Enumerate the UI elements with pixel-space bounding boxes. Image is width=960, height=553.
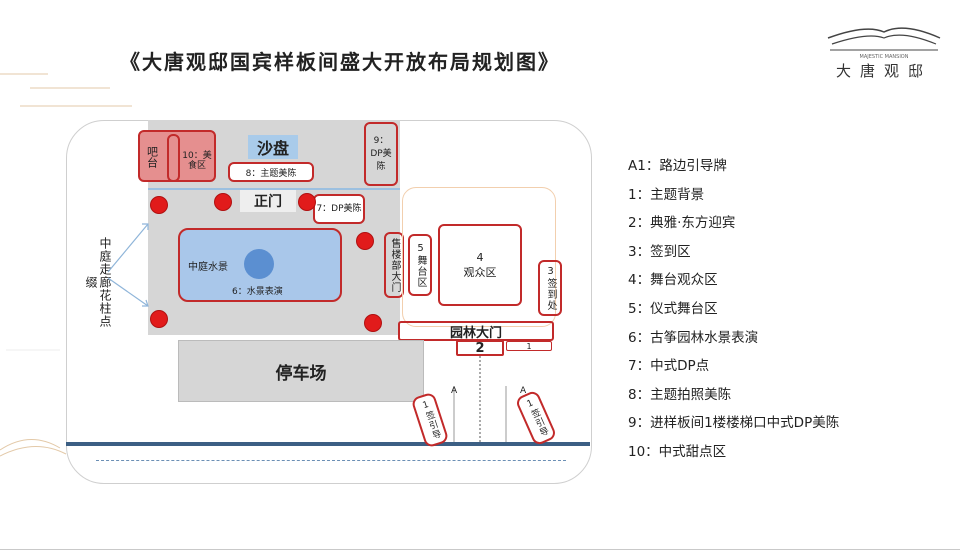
welcome-marker: 2 (456, 340, 504, 356)
corridor-arrows (107, 223, 149, 307)
legend-item: 9：进样板间1楼楼梯口中式DP美陈 (628, 415, 840, 432)
theme-backdrop-marker: 1 (506, 341, 552, 351)
walkway (453, 356, 507, 446)
legend-item: 8：主题拍照美陈 (628, 386, 732, 403)
audience-area: 4 观众区 (438, 224, 522, 306)
dp-decor-7: 7：DP美陈 (313, 194, 365, 224)
legend: A1：路边引导牌 1：主题背景 2：典雅·东方迎宾 3：签到区 4：舞台观众区 … (628, 152, 839, 467)
legend-item: 7：中式DP点 (628, 358, 710, 375)
theme-decor: 8：主题美陈 (228, 162, 314, 182)
flower-pillar-dot (150, 196, 168, 214)
bottom-divider (0, 549, 960, 550)
parking-lot: 停车场 (178, 340, 424, 402)
dessert-label: 10：美食区 (182, 151, 212, 171)
decor-mountains (0, 349, 67, 457)
sand-table: 沙盘 (248, 135, 298, 159)
main-gate: 正门 (240, 190, 296, 212)
bar-divider (167, 134, 180, 182)
sales-gate: 售楼部大门 (384, 232, 404, 298)
bar-label: 吧台 (145, 146, 159, 168)
dp-decor-9: 9：DP美陈 (364, 122, 398, 186)
brand-tagline: MAJESTIC MANSION (860, 54, 909, 60)
fountain-icon (244, 249, 274, 279)
garden-gate: 园林大门 (398, 321, 554, 341)
flower-pillar-dot (298, 193, 316, 211)
legend-item: 10：中式甜点区 (628, 443, 727, 460)
water-scene-label: 中庭水景 (188, 262, 228, 273)
brand-name: 大唐观邸 (835, 62, 932, 80)
flower-pillar-dot (364, 314, 382, 332)
page-title: 《大唐观邸国宾样板间盛大开放布局规划图》 (120, 50, 560, 74)
legend-item: 5：仪式舞台区 (628, 300, 718, 317)
flower-pillar-dot (214, 193, 232, 211)
legend-item: 3：签到区 (628, 243, 691, 260)
legend-item: A1：路边引导牌 (628, 158, 727, 174)
legend-item: 1：主题背景 (628, 186, 705, 203)
corridor-label: 中庭走廊花柱点缀 (84, 236, 112, 328)
flower-pillar-dot (150, 310, 168, 328)
water-show-label: 6：水景表演 (232, 287, 283, 297)
legend-item: 6：古筝园林水景表演 (628, 329, 759, 346)
building-edge (148, 188, 400, 190)
flower-pillar-dot (356, 232, 374, 250)
road (66, 442, 590, 446)
sign-a-letter: A (451, 386, 458, 396)
legend-item: 2：典雅·东方迎宾 (628, 215, 736, 232)
signin-area: 3签到处 (538, 260, 562, 316)
legend-item: 4：舞台观众区 (628, 272, 718, 289)
sign-a-letter: A (520, 386, 527, 396)
courtyard (402, 187, 556, 327)
decor-lines (0, 73, 132, 107)
stage-area: 5舞台区 (408, 234, 432, 296)
road-marking (96, 460, 566, 461)
brand-logo: MAJESTIC MANSION (827, 27, 941, 60)
